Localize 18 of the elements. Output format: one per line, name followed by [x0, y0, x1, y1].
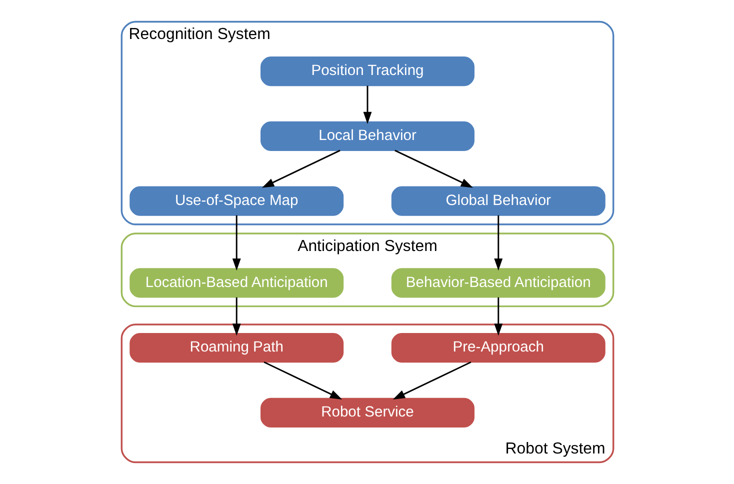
arrow — [494, 215, 502, 271]
arrow — [232, 215, 240, 271]
node-box: Roaming Path — [129, 333, 344, 363]
node-box: Pre-Approach — [390, 333, 605, 363]
arrow — [392, 361, 471, 400]
node-box: Robot Service — [260, 398, 474, 428]
arrow — [263, 361, 342, 400]
node-box: Location-Based Anticipation — [129, 268, 344, 298]
arrow — [362, 86, 372, 124]
arrow — [232, 297, 240, 336]
node-box: Behavior-Based Anticipation — [390, 268, 605, 298]
node-box: Use-of-Space Map — [129, 186, 344, 216]
arrow — [394, 150, 472, 188]
arrow — [494, 297, 502, 336]
node-box: Position Tracking — [260, 56, 474, 86]
node-box: Local Behavior — [260, 121, 474, 151]
arrow — [262, 150, 340, 188]
node-box: Global Behavior — [390, 186, 605, 216]
